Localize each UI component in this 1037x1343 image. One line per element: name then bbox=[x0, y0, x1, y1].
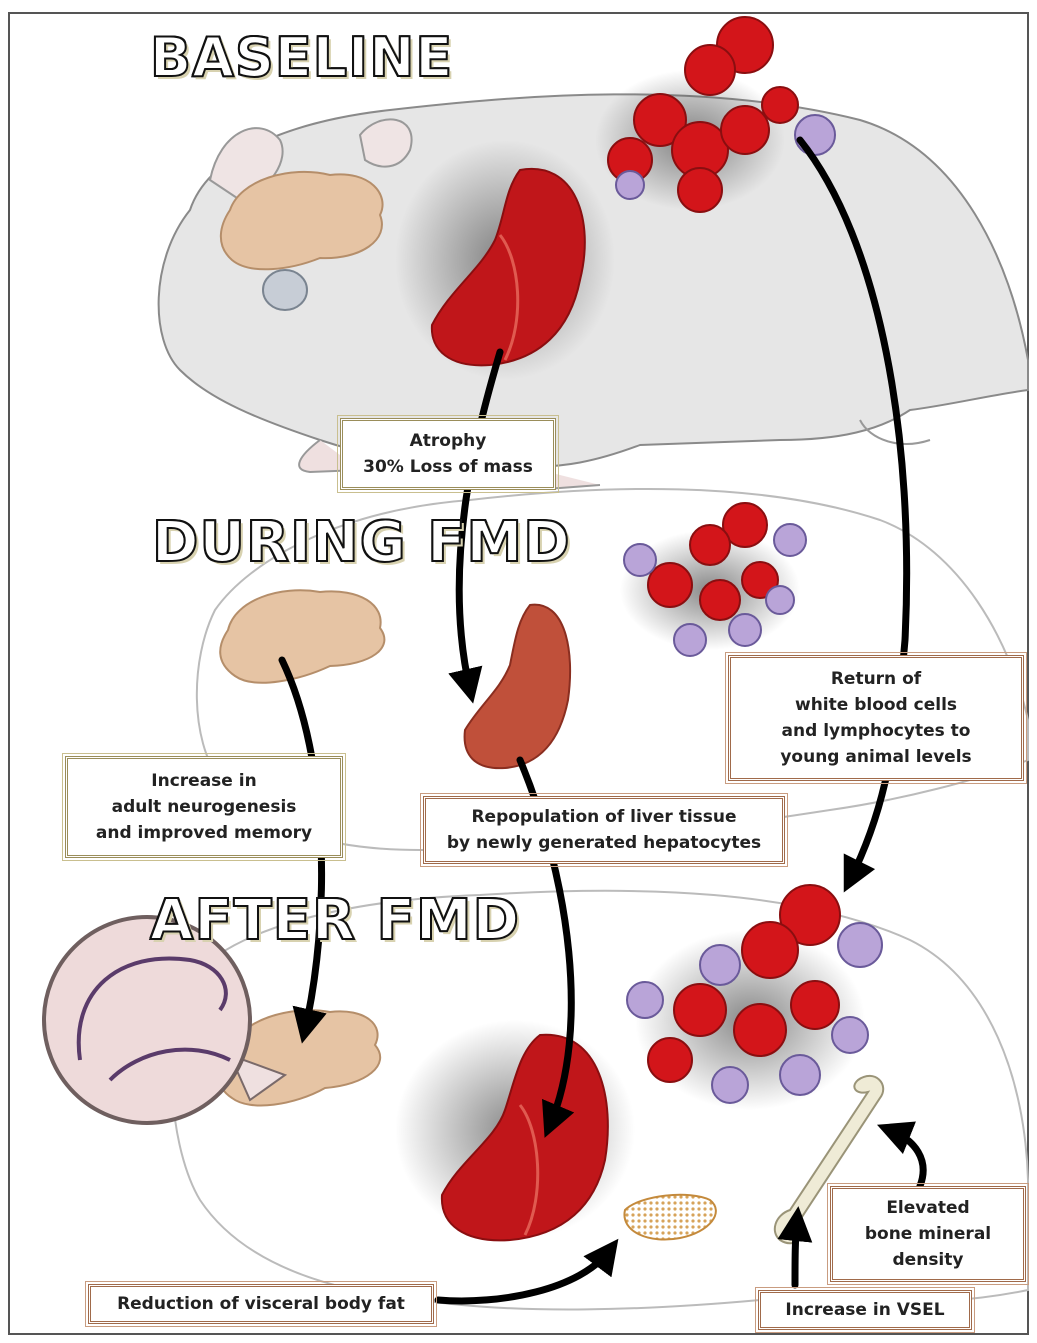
label-return-wbc-line: white blood cells bbox=[737, 692, 1015, 718]
label-vsel: Increase in VSEL bbox=[758, 1290, 972, 1330]
label-liver-line: Repopulation of liver tissue bbox=[432, 804, 776, 830]
label-bone-line: bone mineral bbox=[839, 1221, 1017, 1247]
label-bone-line: density bbox=[839, 1247, 1017, 1273]
label-fat-line: Reduction of visceral body fat bbox=[97, 1291, 425, 1317]
label-atrophy-line: Atrophy bbox=[349, 428, 547, 454]
liver-after bbox=[395, 1020, 635, 1240]
label-liver-repopulation: Repopulation of liver tissue by newly ge… bbox=[423, 796, 785, 864]
label-vsel-line: Increase in VSEL bbox=[767, 1297, 963, 1323]
heading-after-fmd: AFTER FMD bbox=[150, 888, 520, 953]
arrow-vsel bbox=[795, 1220, 797, 1285]
label-return-wbc: Return of white blood cells and lymphocy… bbox=[728, 655, 1024, 781]
label-visceral-fat: Reduction of visceral body fat bbox=[88, 1284, 434, 1324]
label-atrophy-line: 30% Loss of mass bbox=[349, 454, 547, 480]
label-atrophy: Atrophy 30% Loss of mass bbox=[340, 418, 556, 490]
label-return-wbc-line: Return of bbox=[737, 666, 1015, 692]
heading-during-fmd: DURING FMD bbox=[152, 510, 571, 575]
label-neurogenesis: Increase in adult neurogenesis and impro… bbox=[65, 756, 343, 858]
label-bone-density: Elevated bone mineral density bbox=[830, 1186, 1026, 1282]
label-neurogenesis-line: and improved memory bbox=[74, 820, 334, 846]
label-liver-line: by newly generated hepatocytes bbox=[432, 830, 776, 856]
label-neurogenesis-line: adult neurogenesis bbox=[74, 794, 334, 820]
label-return-wbc-line: young animal levels bbox=[737, 744, 1015, 770]
label-return-wbc-line: and lymphocytes to bbox=[737, 718, 1015, 744]
label-bone-line: Elevated bbox=[839, 1195, 1017, 1221]
heading-baseline: BASELINE bbox=[150, 26, 453, 89]
liver-baseline bbox=[395, 140, 615, 380]
label-neurogenesis-line: Increase in bbox=[74, 768, 334, 794]
